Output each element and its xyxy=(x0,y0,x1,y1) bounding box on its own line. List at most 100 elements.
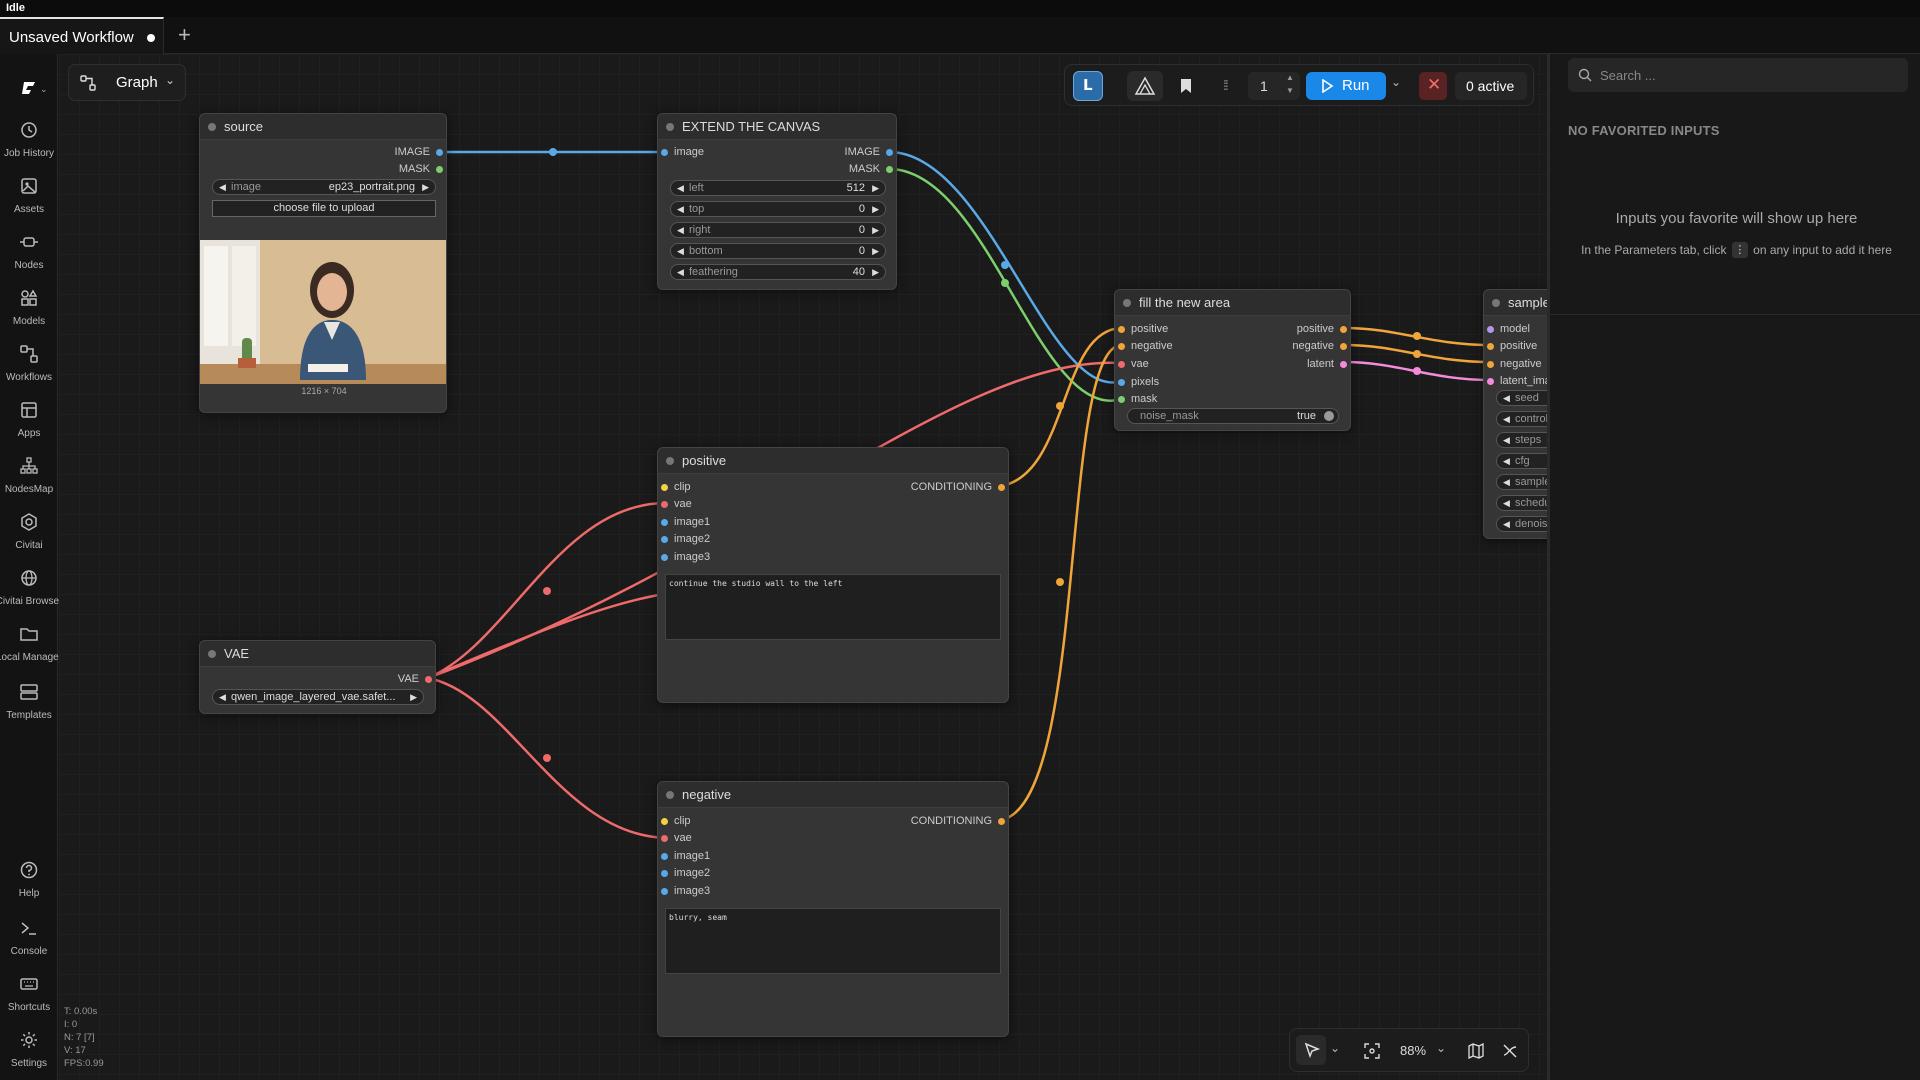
node-header[interactable]: positive xyxy=(658,448,1008,474)
output-latent[interactable]: latent xyxy=(1307,357,1350,371)
sidebar-item-help[interactable]: Help xyxy=(0,860,58,910)
output-mask[interactable]: MASK xyxy=(849,162,896,176)
input-negative[interactable]: negative xyxy=(1484,357,1542,371)
input-latent-image[interactable]: latent_image xyxy=(1484,374,1547,388)
run-options-chevron-icon[interactable]: ⌄ xyxy=(1391,75,1402,89)
widget-cfg[interactable]: ◀cfg xyxy=(1496,453,1547,469)
input-image[interactable]: image xyxy=(658,145,704,159)
node-header[interactable]: negative xyxy=(658,782,1008,808)
left-arrow-icon[interactable]: ◀ xyxy=(219,692,226,702)
input-positive[interactable]: positive xyxy=(1484,339,1537,353)
app-logo-icon[interactable] xyxy=(20,79,38,103)
right-arrow-icon[interactable]: ▶ xyxy=(410,692,417,702)
input-vae[interactable]: vae xyxy=(658,497,692,511)
input-positive[interactable]: positive xyxy=(1115,322,1168,336)
upload-button[interactable]: choose file to upload xyxy=(212,200,436,217)
sidebar-item-job-history[interactable]: Job History xyxy=(0,120,58,170)
cancel-button[interactable]: ✕ xyxy=(1419,72,1447,100)
input-model[interactable]: model xyxy=(1484,322,1530,336)
drag-handle-icon[interactable]: ⁞⁞ xyxy=(1223,77,1229,93)
vae-select-widget[interactable]: ◀ qwen_image_layered_vae.safet... ▶ xyxy=(212,689,424,705)
collapse-dot-icon[interactable] xyxy=(208,650,216,658)
output-image[interactable]: IMAGE xyxy=(845,145,896,159)
logo-chevron-down-icon[interactable]: ⌄ xyxy=(40,84,48,94)
tab-unsaved-workflow[interactable]: Unsaved Workflow xyxy=(0,17,164,54)
input-vae[interactable]: vae xyxy=(658,831,692,845)
widget-sampler-name[interactable]: ◀sampler_name xyxy=(1496,474,1547,490)
bookmark-button[interactable] xyxy=(1171,71,1201,101)
node-header[interactable]: source xyxy=(200,114,446,140)
collapse-dot-icon[interactable] xyxy=(666,123,674,131)
sidebar-item-local-manager[interactable]: Local Manager xyxy=(0,624,62,674)
collapse-dot-icon[interactable] xyxy=(666,791,674,799)
widget-steps[interactable]: ◀steps xyxy=(1496,432,1547,448)
image-select-widget[interactable]: ◀ image ep23_portrait.png ▶ xyxy=(212,179,436,195)
output-vae[interactable]: VAE xyxy=(398,672,435,686)
collapse-dot-icon[interactable] xyxy=(1123,299,1131,307)
fit-view-icon[interactable] xyxy=(1364,1043,1380,1059)
search-box[interactable] xyxy=(1568,58,1908,92)
search-input[interactable] xyxy=(1600,58,1900,92)
collapse-dot-icon[interactable] xyxy=(208,123,216,131)
increment-icon[interactable]: ▲ xyxy=(1286,73,1294,82)
sidebar-item-civitai[interactable]: Civitai xyxy=(0,512,58,562)
output-negative[interactable]: negative xyxy=(1292,339,1350,353)
extension-button[interactable] xyxy=(1127,71,1163,101)
input-pixels[interactable]: pixels xyxy=(1115,375,1159,389)
input-mask[interactable]: mask xyxy=(1115,392,1157,406)
widget-scheduler[interactable]: ◀scheduler xyxy=(1496,495,1547,511)
output-conditioning[interactable]: CONDITIONING xyxy=(911,814,1008,828)
input-image2[interactable]: image2 xyxy=(658,532,710,546)
node-header[interactable]: EXTEND THE CANVAS xyxy=(658,114,896,140)
node-header[interactable]: fill the new area xyxy=(1115,290,1350,316)
left-arrow-icon[interactable]: ◀ xyxy=(219,182,226,192)
zoom-chevron-down-icon[interactable]: ⌄ xyxy=(1436,1041,1447,1055)
input-image3[interactable]: image3 xyxy=(658,550,710,564)
hide-links-icon[interactable] xyxy=(1502,1043,1518,1059)
prompt-textarea[interactable]: blurry, seam xyxy=(665,908,1001,974)
node-sampler[interactable]: sampler model positive negative latent_i… xyxy=(1483,289,1547,539)
zoom-level[interactable]: 88% xyxy=(1400,1043,1427,1058)
queue-count-input[interactable]: 1 ▲ ▼ xyxy=(1248,72,1300,100)
sidebar-item-assets[interactable]: Assets xyxy=(0,176,58,226)
sidebar-item-workflows[interactable]: Workflows xyxy=(0,344,58,394)
active-jobs-button[interactable]: 0 active xyxy=(1455,72,1527,100)
sidebar-item-templates[interactable]: Templates xyxy=(0,682,58,732)
prompt-textarea[interactable]: continue the studio wall to the left xyxy=(665,574,1001,640)
node-source[interactable]: source IMAGE MASK ◀ image ep23_portrait.… xyxy=(199,113,447,413)
node-fill-new-area[interactable]: fill the new area positive negative vae … xyxy=(1114,289,1351,431)
node-extend-canvas[interactable]: EXTEND THE CANVAS image IMAGE MASK ◀left… xyxy=(657,113,897,290)
input-image3[interactable]: image3 xyxy=(658,884,710,898)
widget-denoise[interactable]: ◀denoise xyxy=(1496,516,1547,532)
output-image[interactable]: IMAGE xyxy=(395,145,446,159)
minimap-icon[interactable] xyxy=(1468,1043,1484,1059)
node-header[interactable]: sampler xyxy=(1484,290,1547,316)
output-conditioning[interactable]: CONDITIONING xyxy=(911,480,1008,494)
sidebar-item-nodesmap[interactable]: NodesMap xyxy=(0,456,58,506)
noise-mask-toggle[interactable]: noise_mask true xyxy=(1127,408,1339,424)
node-positive[interactable]: positive clip vae image1 image2 image3 C… xyxy=(657,447,1009,703)
sidebar-item-shortcuts[interactable]: Shortcuts xyxy=(0,974,58,1024)
input-image1[interactable]: image1 xyxy=(658,849,710,863)
sidebar-item-console[interactable]: Console xyxy=(0,918,58,968)
l-badge-button[interactable]: L xyxy=(1073,71,1103,101)
input-negative[interactable]: negative xyxy=(1115,339,1173,353)
output-mask[interactable]: MASK xyxy=(399,162,446,176)
output-positive[interactable]: positive xyxy=(1297,322,1350,336)
sidebar-item-settings[interactable]: Settings xyxy=(0,1030,58,1080)
graph-canvas[interactable]: Graph ⌄ source IMAGE MASK ◀ image ep23_p… xyxy=(59,54,1547,1080)
right-arrow-icon[interactable]: ▶ xyxy=(422,182,429,192)
sidebar-item-apps[interactable]: Apps xyxy=(0,400,58,450)
run-button[interactable]: Run xyxy=(1306,72,1386,100)
collapse-dot-icon[interactable] xyxy=(666,457,674,465)
node-header[interactable]: VAE xyxy=(200,641,435,667)
input-vae[interactable]: vae xyxy=(1115,357,1149,371)
input-image2[interactable]: image2 xyxy=(658,866,710,880)
decrement-icon[interactable]: ▼ xyxy=(1286,86,1294,95)
input-image1[interactable]: image1 xyxy=(658,515,710,529)
input-clip[interactable]: clip xyxy=(658,814,691,828)
node-vae[interactable]: VAE VAE ◀ qwen_image_layered_vae.safet..… xyxy=(199,640,436,714)
